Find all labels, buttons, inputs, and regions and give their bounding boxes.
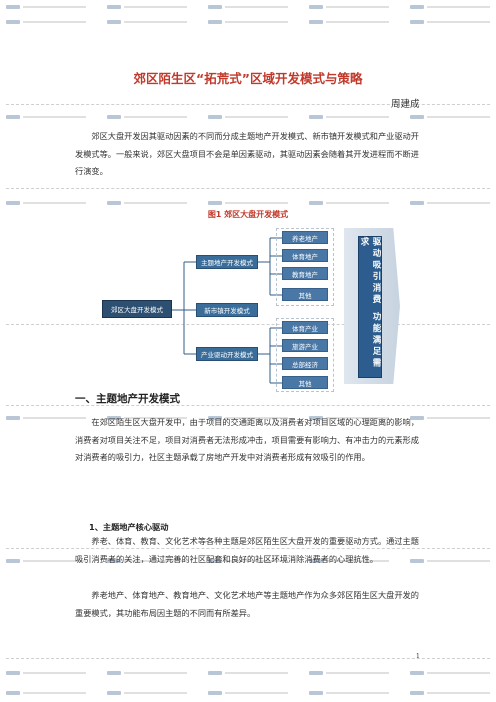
theme-group-frame — [276, 228, 334, 306]
watermark-row — [0, 112, 496, 122]
leaf-node: 其他 — [282, 288, 328, 301]
page-number: 1 — [416, 653, 420, 660]
watermark-row — [0, 413, 496, 423]
leaf-node: 旅游产业 — [282, 339, 328, 352]
watermark-rule — [6, 104, 490, 105]
branch-new-town-node: 新市镇开发模式 — [196, 303, 258, 317]
watermark-row — [0, 688, 496, 698]
author-name: 周建成 — [391, 99, 420, 110]
watermark-row — [0, 556, 496, 566]
watermark-row — [0, 198, 496, 208]
watermark-rule — [6, 324, 490, 325]
branch-theme-node: 主题地产开发模式 — [196, 255, 258, 269]
leaf-node: 总部经济 — [282, 357, 328, 370]
leaf-node: 教育地产 — [282, 267, 328, 280]
leaf-node: 体育地产 — [282, 249, 328, 262]
watermark-row — [0, 668, 496, 678]
watermark-rule — [6, 658, 490, 659]
branch-industry-node: 产业驱动开发模式 — [196, 347, 258, 361]
leaf-node: 其他 — [282, 376, 328, 389]
watermark-rule — [6, 405, 490, 406]
watermark-row — [0, 2, 496, 12]
watermark-row — [0, 17, 496, 27]
subsection-paragraph: 养老、体育、教育、文化艺术等各种主题是郊区陌生区大盘开发的重要驱动方式。通过主题… — [75, 536, 419, 564]
industry-group-frame — [276, 318, 334, 392]
watermark-rule — [6, 188, 490, 189]
function-label: 驱动吸引消费 功能满足需求 — [358, 236, 382, 378]
watermark-rule — [6, 548, 490, 549]
subsection-heading: 1、主题地产核心驱动 — [89, 522, 169, 532]
section-heading: 一、主题地产开发模式 — [75, 393, 180, 405]
subsection-paragraph: 养老地产、体育地产、教育地产、文化艺术地产等主题地产作为众多郊区陌生区大盘开发的… — [75, 590, 419, 618]
figure-caption: 图1 郊区大盘开发模式 — [207, 210, 289, 219]
intro-paragraph: 郊区大盘开发因其驱动因素的不同而分成主题地产开发模式、新市镇开发模式和产业驱动开… — [75, 131, 419, 176]
section-paragraph: 在郊区陌生区大盘开发中，由于项目的交通距离以及消费者对项目区域的心理距离的影响，… — [75, 417, 419, 462]
document-title: 郊区陌生区“拓荒式”区域开发模式与策略 — [133, 71, 363, 86]
leaf-node: 体育产业 — [282, 321, 328, 334]
root-node: 郊区大盘开发模式 — [102, 300, 172, 318]
leaf-node: 养老地产 — [282, 231, 328, 244]
